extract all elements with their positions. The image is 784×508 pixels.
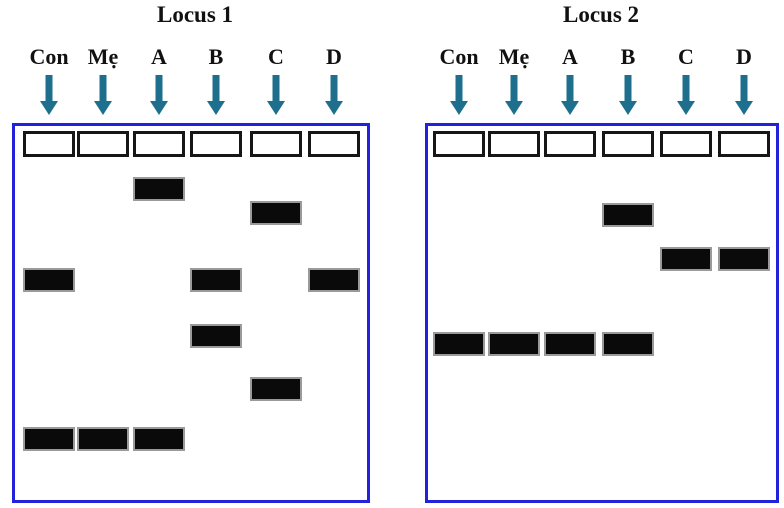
dna-band-a	[544, 332, 596, 356]
gel-well	[660, 131, 712, 157]
arrow-down-icon	[93, 75, 113, 115]
lane-label-c: C	[268, 44, 284, 69]
gel-well	[250, 131, 302, 157]
lane-label-me: Mẹ	[498, 44, 530, 69]
gel-box	[425, 123, 779, 503]
arrow-down-icon	[206, 75, 226, 115]
dna-band-con	[433, 332, 485, 356]
panel-title: Locus 1	[156, 2, 234, 27]
dna-band-b	[190, 268, 242, 292]
dna-band-b	[190, 324, 242, 348]
lane-label-c: C	[678, 44, 694, 69]
gel-well	[190, 131, 242, 157]
lane-label-b: B	[620, 44, 636, 69]
gel-well	[23, 131, 75, 157]
arrow-down-icon	[324, 75, 344, 115]
dna-band-me	[77, 427, 129, 451]
arrow-down-icon	[504, 75, 524, 115]
lane-label-a: A	[151, 44, 167, 69]
dna-band-d	[308, 268, 360, 292]
arrow-down-icon	[39, 75, 59, 115]
dna-band-con	[23, 427, 75, 451]
dna-band-a	[133, 427, 185, 451]
gel-well	[718, 131, 770, 157]
lane-label-con: Con	[439, 44, 479, 69]
dna-band-c	[250, 377, 302, 401]
arrow-down-icon	[560, 75, 580, 115]
dna-band-con	[23, 268, 75, 292]
dna-band-a	[133, 177, 185, 201]
dna-band-b	[602, 203, 654, 227]
lane-label-d: D	[326, 44, 342, 69]
gel-well	[77, 131, 129, 157]
dna-band-me	[488, 332, 540, 356]
gel-well	[308, 131, 360, 157]
arrow-down-icon	[149, 75, 169, 115]
arrow-down-icon	[618, 75, 638, 115]
arrow-down-icon	[676, 75, 696, 115]
arrow-down-icon	[734, 75, 754, 115]
arrow-down-icon	[449, 75, 469, 115]
arrow-down-icon	[266, 75, 286, 115]
dna-band-b	[602, 332, 654, 356]
lane-label-a: A	[562, 44, 578, 69]
panel-title: Locus 2	[562, 2, 640, 27]
gel-well	[544, 131, 596, 157]
dna-band-c	[660, 247, 712, 271]
gel-well	[602, 131, 654, 157]
gel-well	[433, 131, 485, 157]
dna-band-c	[250, 201, 302, 225]
lane-label-b: B	[208, 44, 224, 69]
lane-label-me: Mẹ	[87, 44, 119, 69]
gel-well	[133, 131, 185, 157]
gel-well	[488, 131, 540, 157]
dna-band-d	[718, 247, 770, 271]
lane-label-d: D	[736, 44, 752, 69]
lane-label-con: Con	[29, 44, 69, 69]
